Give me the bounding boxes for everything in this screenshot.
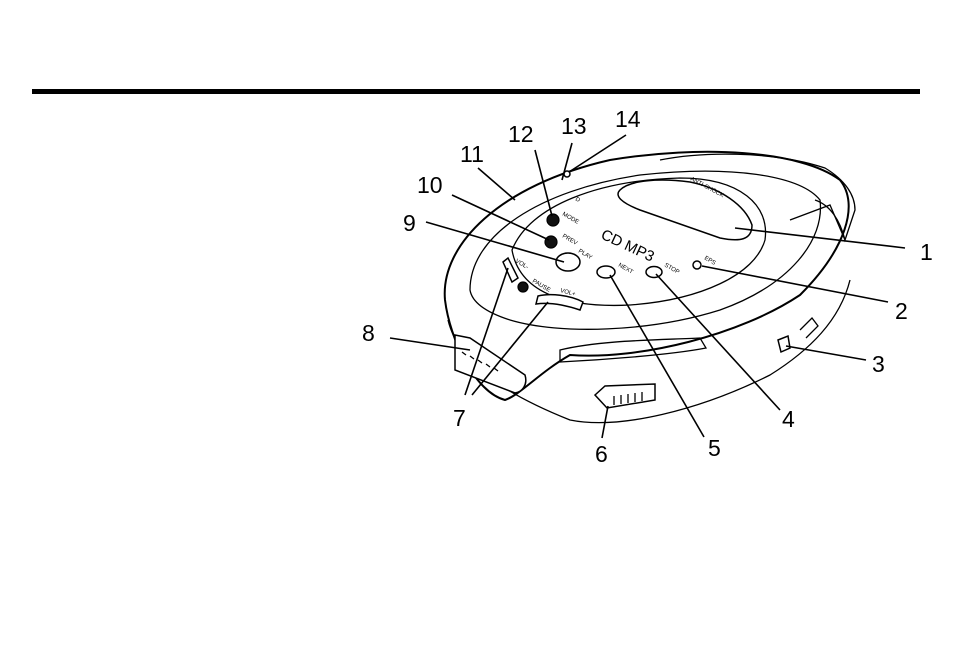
callout-6: 6 [595, 441, 608, 467]
callout-13: 13 [561, 113, 587, 139]
callout-11: 11 [460, 141, 484, 167]
callout-12: 12 [508, 121, 534, 147]
lid-latch[interactable] [595, 384, 655, 408]
callout-9: 9 [403, 210, 416, 236]
callout-7: 7 [453, 405, 466, 431]
eps-button[interactable] [693, 261, 701, 269]
pause-button[interactable] [518, 282, 528, 292]
callout-5: 5 [708, 435, 721, 461]
prev-button[interactable] [545, 236, 557, 248]
side-jack [778, 336, 790, 352]
next-button[interactable] [597, 266, 615, 278]
callout-3: 3 [872, 351, 885, 377]
play-button[interactable] [556, 253, 580, 271]
callout-2: 2 [895, 298, 908, 324]
callout-8: 8 [362, 320, 375, 346]
callout-1: 1 [920, 239, 933, 265]
side-tab [800, 318, 818, 338]
callout-4: 4 [782, 406, 795, 432]
callout-10: 10 [417, 172, 443, 198]
callout-14: 14 [615, 106, 641, 132]
mode-button[interactable] [547, 214, 559, 226]
stop-button[interactable] [646, 267, 662, 278]
